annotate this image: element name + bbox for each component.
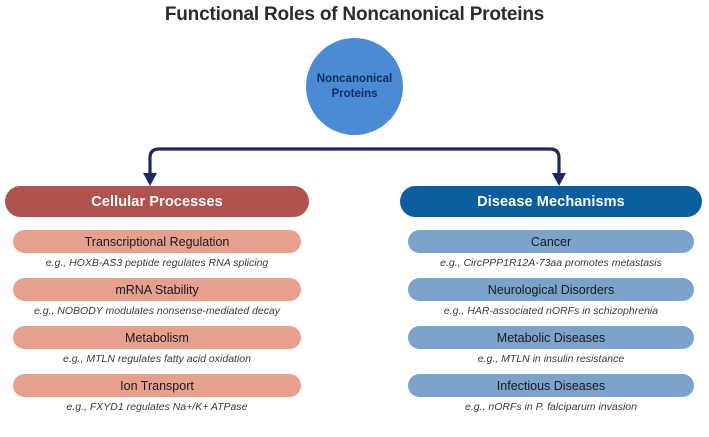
column-header-cellular-processes: Cellular Processes: [5, 186, 309, 217]
item-label-neurological-disorders: Neurological Disorders: [408, 278, 694, 301]
arrow-right-head: [552, 173, 566, 186]
item-label-metabolism: Metabolism: [13, 326, 301, 349]
list-item[interactable]: Metabolic Diseases e.g., MTLN in insulin…: [408, 326, 694, 365]
item-label-mrna-stability: mRNA Stability: [13, 278, 301, 301]
hub-label-line-1: Noncanonical: [316, 72, 393, 85]
arrow-left-head: [143, 173, 157, 186]
page-title: Functional Roles of Noncanonical Protein…: [164, 4, 545, 25]
list-item[interactable]: Cancer e.g., CircPPP1R12A-73aa promotes …: [408, 230, 694, 269]
column-disease-mechanisms: Disease Mechanisms Cancer e.g., CircPPP1…: [400, 186, 702, 413]
item-label-infectious-diseases: Infectious Diseases: [408, 374, 694, 397]
item-label-ion-transport: Ion Transport: [13, 374, 301, 397]
item-list-cellular-processes: Transcriptional Regulation e.g., HOXB-AS…: [5, 230, 309, 413]
hub-node-noncanonical-proteins: Noncanonical Proteins: [306, 38, 403, 135]
branch-connector: [143, 147, 566, 186]
list-item[interactable]: Neurological Disorders e.g., HAR-associa…: [408, 278, 694, 317]
item-example-cancer: e.g., CircPPP1R12A-73aa promotes metasta…: [440, 257, 662, 269]
list-item[interactable]: Metabolism e.g., MTLN regulates fatty ac…: [13, 326, 301, 365]
item-example-neurological-disorders: e.g., HAR-associated nORFs in schizophre…: [443, 305, 659, 317]
hub-label-line-2: Proteins: [331, 87, 378, 100]
item-example-infectious-diseases: e.g., nORFs in P. falciparum invasion: [465, 401, 637, 413]
item-list-disease-mechanisms: Cancer e.g., CircPPP1R12A-73aa promotes …: [400, 230, 702, 413]
item-label-metabolic-diseases: Metabolic Diseases: [408, 326, 694, 349]
column-cellular-processes: Cellular Processes Transcriptional Regul…: [5, 186, 309, 413]
item-label-transcriptional-regulation: Transcriptional Regulation: [13, 230, 301, 253]
item-example-ion-transport: e.g., FXYD1 regulates Na+/K+ ATPase: [66, 401, 248, 413]
list-item[interactable]: Infectious Diseases e.g., nORFs in P. fa…: [408, 374, 694, 413]
item-example-metabolism: e.g., MTLN regulates fatty acid oxidatio…: [63, 353, 251, 365]
item-example-transcriptional-regulation: e.g., HOXB-AS3 peptide regulates RNA spl…: [45, 257, 269, 269]
item-example-mrna-stability: e.g., NOBODY modulates nonsense-mediated…: [33, 305, 281, 317]
list-item[interactable]: Transcriptional Regulation e.g., HOXB-AS…: [13, 230, 301, 269]
item-example-metabolic-diseases: e.g., MTLN in insulin resistance: [477, 353, 625, 365]
item-label-cancer: Cancer: [408, 230, 694, 253]
list-item[interactable]: Ion Transport e.g., FXYD1 regulates Na+/…: [13, 374, 301, 413]
list-item[interactable]: mRNA Stability e.g., NOBODY modulates no…: [13, 278, 301, 317]
column-header-disease-mechanisms: Disease Mechanisms: [400, 186, 702, 217]
